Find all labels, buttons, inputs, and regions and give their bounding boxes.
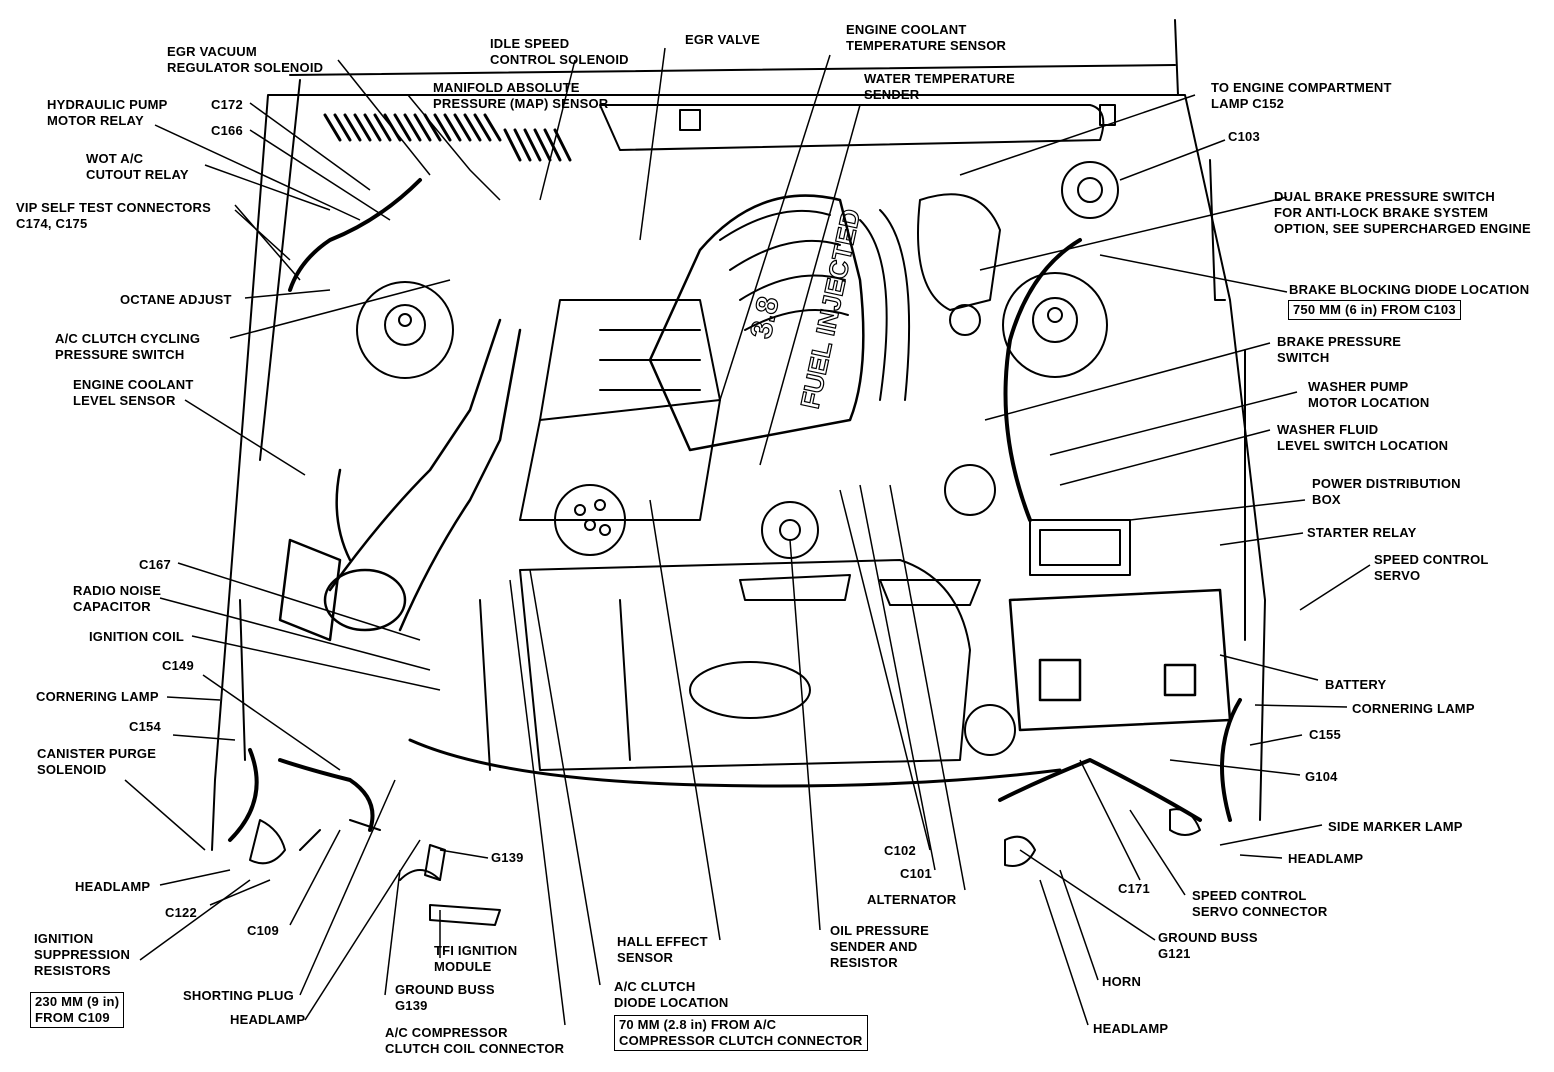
label-egr-valve: EGR VALVE — [685, 32, 760, 48]
label-engine-coolant-level-sensor: ENGINE COOLANT LEVEL SENSOR — [73, 377, 194, 409]
label-engine-compartment-lamp: TO ENGINE COMPARTMENT LAMP C152 — [1211, 80, 1392, 112]
label-ac-clutch-cycling-pressure-switch: A/C CLUTCH CYCLING PRESSURE SWITCH — [55, 331, 200, 363]
left-strut-tower — [357, 282, 453, 378]
label-power-distribution-box: POWER DISTRIBUTION BOX — [1312, 476, 1461, 508]
label-c109-distance-box: 230 MM (9 in) FROM C109 — [30, 992, 124, 1028]
label-egr-vacuum-regulator-solenoid: EGR VACUUM REGULATOR SOLENOID — [167, 44, 323, 76]
label-hydraulic-pump-motor-relay: HYDRAULIC PUMP MOTOR RELAY — [47, 97, 168, 129]
label-hall-effect-sensor: HALL EFFECT SENSOR — [617, 934, 708, 966]
label-alternator: ALTERNATOR — [867, 892, 956, 908]
label-map-sensor: MANIFOLD ABSOLUTE PRESSURE (MAP) SENSOR — [433, 80, 608, 112]
label-washer-fluid-level-switch: WASHER FLUID LEVEL SWITCH LOCATION — [1277, 422, 1448, 454]
label-headlamp-right-upper: HEADLAMP — [1288, 851, 1363, 867]
air-intake-duct — [280, 320, 520, 640]
label-brake-blocking-distance-box: 750 MM (6 in) FROM C103 — [1288, 300, 1461, 320]
label-cornering-lamp-right: CORNERING LAMP — [1352, 701, 1475, 717]
label-water-temperature-sender: WATER TEMPERATURE SENDER — [864, 71, 1015, 103]
right-headlamp-connector — [1005, 809, 1200, 866]
label-washer-pump-motor: WASHER PUMP MOTOR LOCATION — [1308, 379, 1429, 411]
label-brake-blocking-diode: BRAKE BLOCKING DIODE LOCATION — [1289, 282, 1529, 298]
label-g104: G104 — [1305, 769, 1338, 785]
label-oil-pressure-sender: OIL PRESSURE SENDER AND RESISTOR — [830, 923, 929, 971]
label-c171: C171 — [1118, 881, 1150, 897]
label-c149: C149 — [162, 658, 194, 674]
label-c155: C155 — [1309, 727, 1341, 743]
label-brake-pressure-switch: BRAKE PRESSURE SWITCH — [1277, 334, 1401, 366]
label-ac-diode-distance-box: 70 MM (2.8 in) FROM A/C COMPRESSOR CLUTC… — [614, 1015, 868, 1051]
label-headlamp-right-lower: HEADLAMP — [1093, 1021, 1168, 1037]
cowl-vent — [325, 115, 570, 160]
label-ignition-coil: IGNITION COIL — [89, 629, 184, 645]
label-radio-noise-capacitor: RADIO NOISE CAPACITOR — [73, 583, 161, 615]
label-vip-self-test-connectors: VIP SELF TEST CONNECTORS C174, C175 — [16, 200, 211, 232]
label-c109: C109 — [247, 923, 279, 939]
label-idle-speed-control-solenoid: IDLE SPEED CONTROL SOLENOID — [490, 36, 629, 68]
label-g139-top: G139 — [491, 850, 524, 866]
right-strut-tower — [1003, 273, 1107, 377]
label-c122: C122 — [165, 905, 197, 921]
displacement-text: 3.8 — [745, 294, 786, 342]
label-horn: HORN — [1102, 974, 1141, 990]
battery-body — [1010, 590, 1230, 730]
power-distribution-box — [1030, 520, 1130, 575]
label-wot-ac-cutout-relay: WOT A/C CUTOUT RELAY — [86, 151, 189, 183]
label-cornering-lamp-left: CORNERING LAMP — [36, 689, 159, 705]
label-c167: C167 — [139, 557, 171, 573]
label-headlamp-left-upper: HEADLAMP — [75, 879, 150, 895]
label-c103: C103 — [1228, 129, 1260, 145]
label-octane-adjust: OCTANE ADJUST — [120, 292, 232, 308]
label-battery: BATTERY — [1325, 677, 1386, 693]
label-c102: C102 — [884, 843, 916, 859]
oil-filter-area — [880, 465, 995, 605]
c103-connector — [1062, 162, 1118, 218]
leader-lines — [125, 48, 1370, 1025]
label-c172: C172 — [211, 97, 243, 113]
label-ignition-suppression-resistors: IGNITION SUPPRESSION RESISTORS — [34, 931, 130, 979]
label-headlamp-left-lower: HEADLAMP — [230, 1012, 305, 1028]
label-dual-brake-pressure-switch: DUAL BRAKE PRESSURE SWITCH FOR ANTI-LOCK… — [1274, 189, 1531, 237]
label-speed-control-servo: SPEED CONTROL SERVO — [1374, 552, 1489, 584]
label-speed-control-servo-connector: SPEED CONTROL SERVO CONNECTOR — [1192, 888, 1327, 920]
alternator — [740, 502, 850, 600]
engine-cover-text: FUEL INJECTED — [795, 206, 867, 411]
label-canister-purge-solenoid: CANISTER PURGE SOLENOID — [37, 746, 156, 778]
label-ground-buss-g121: GROUND BUSS G121 — [1158, 930, 1258, 962]
label-shorting-plug: SHORTING PLUG — [183, 988, 294, 1004]
label-ground-buss-g139: GROUND BUSS G139 — [395, 982, 495, 1014]
lower-engine — [480, 560, 1015, 770]
label-engine-coolant-temperature-sensor: ENGINE COOLANT TEMPERATURE SENSOR — [846, 22, 1006, 54]
label-c166: C166 — [211, 123, 243, 139]
label-ac-compressor-clutch-coil-connector: A/C COMPRESSOR CLUTCH COIL CONNECTOR — [385, 1025, 564, 1057]
label-ac-clutch-diode: A/C CLUTCH DIODE LOCATION — [614, 979, 729, 1011]
label-starter-relay: STARTER RELAY — [1307, 525, 1417, 541]
label-side-marker-lamp: SIDE MARKER LAMP — [1328, 819, 1463, 835]
brake-master-cylinder — [918, 194, 1000, 335]
label-c101: C101 — [900, 866, 932, 882]
label-tfi-ignition-module: TFI IGNITION MODULE — [434, 943, 517, 975]
label-c154: C154 — [129, 719, 161, 735]
